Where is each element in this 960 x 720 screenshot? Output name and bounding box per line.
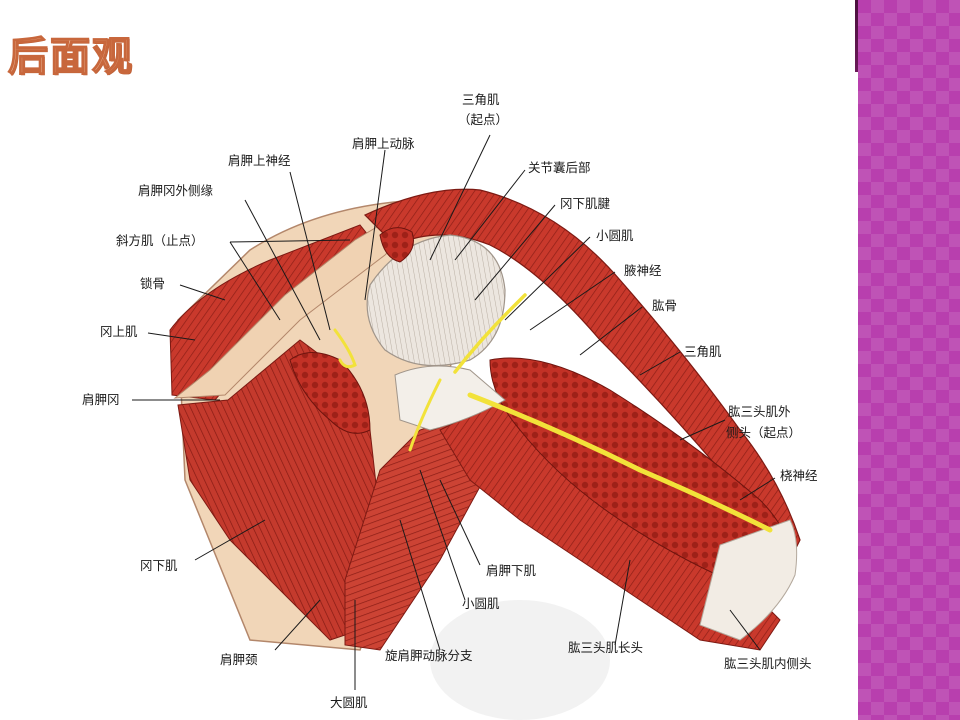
label-deltoid: 三角肌 (684, 344, 722, 359)
label-infraspinatus-tendon: 冈下肌腱 (560, 196, 611, 211)
label-triceps-long: 肱三头肌长头 (568, 640, 643, 655)
label-teres-minor-top: 小圆肌 (596, 228, 634, 243)
label-suprascapular-artery: 肩胛上动脉 (352, 136, 415, 151)
label-trapezius-insertion: 斜方肌（止点） (116, 233, 204, 248)
circumflex-nerve (408, 378, 442, 452)
label-circumflex-scapular: 旋肩胛动脉分支 (385, 648, 473, 663)
label-deltoid-origin: 三角肌 (462, 92, 500, 107)
acromion-patch (379, 227, 414, 263)
label-subscapularis: 肩胛下肌 (486, 563, 537, 578)
label-humerus: 肱骨 (652, 298, 677, 313)
suprascapular-nerve (333, 328, 357, 369)
joint-capsule (366, 234, 506, 367)
radial-nerve (467, 392, 773, 533)
label-axillary-nerve: 腋神经 (624, 263, 662, 278)
label-teres-minor-bottom: 小圆肌 (462, 596, 500, 611)
label-suprascapular-nerve: 肩胛上神经 (228, 153, 291, 168)
label-triceps-lateral-sub: 侧头（起点） (726, 425, 801, 440)
label-deltoid-origin-sub: （起点） (458, 112, 508, 127)
label-scapular-neck: 肩胛颈 (220, 652, 258, 667)
label-triceps-medial: 肱三头肌内侧头 (724, 656, 812, 671)
axillary-nerve (453, 293, 527, 374)
teres-minor-patch (289, 352, 371, 434)
label-triceps-lateral: 肱三头肌外 (728, 404, 791, 419)
label-radial-nerve: 桡神经 (780, 468, 818, 483)
deltoid-muscle (363, 188, 801, 562)
leader-lines (132, 134, 776, 690)
label-clavicle: 锁骨 (140, 276, 165, 291)
label-infraspinatus: 冈下肌 (140, 558, 178, 573)
decorative-side-band (858, 0, 960, 720)
label-capsule-posterior: 关节囊后部 (528, 160, 591, 175)
label-supraspinatus: 冈上肌 (100, 324, 138, 339)
watermark-shape (430, 600, 610, 720)
triceps-medial-head (699, 519, 798, 641)
label-scapular-spine: 肩胛冈 (82, 392, 120, 407)
label-acromion-lateral-border: 肩胛冈外侧缘 (138, 183, 214, 198)
slide-title: 后面观 (7, 33, 134, 81)
label-teres-major: 大圆肌 (330, 695, 368, 710)
